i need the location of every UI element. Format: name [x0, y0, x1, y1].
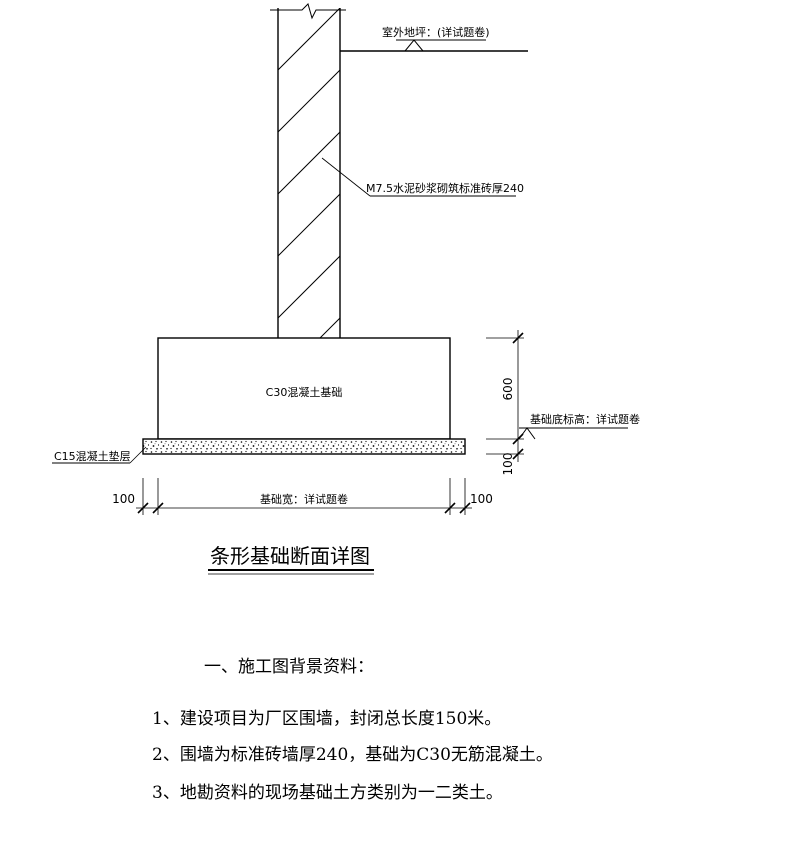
cushion-label: C15混凝土垫层 — [54, 449, 131, 463]
concrete-cushion — [142, 438, 466, 455]
wall-leader: M7.5水泥砂浆砌筑标准砖厚240 — [321, 157, 524, 197]
cushion-leader: C15混凝土垫层 — [52, 446, 147, 464]
cushion-height-dimension: 100 — [501, 453, 515, 476]
break-line — [270, 3, 346, 20]
concrete-footing — [157, 337, 451, 440]
footing-width-label: 基础宽：详试题卷 — [260, 492, 348, 506]
wall-material-label: M7.5水泥砂浆砌筑标准砖厚240 — [366, 181, 524, 195]
bottom-elevation-label: 基础底标高：详试题卷 — [530, 412, 640, 426]
brick-wall — [270, 3, 346, 338]
left-cushion-dimension: 100 — [112, 492, 135, 506]
drawing-title: 条形基础断面详图 — [210, 544, 370, 568]
footing-height-dimension: 600 — [501, 378, 515, 401]
horizontal-dimensions — [136, 478, 472, 515]
ground-level-label: 室外地坪：(详试题卷) — [382, 25, 490, 39]
right-cushion-dimension: 100 — [470, 492, 493, 506]
footing-label: C30混凝土基础 — [266, 385, 343, 399]
outdoor-ground-level: 室外地坪：(详试题卷) — [340, 25, 528, 52]
bottom-elevation-marker: 基础底标高：详试题卷 — [518, 412, 640, 440]
